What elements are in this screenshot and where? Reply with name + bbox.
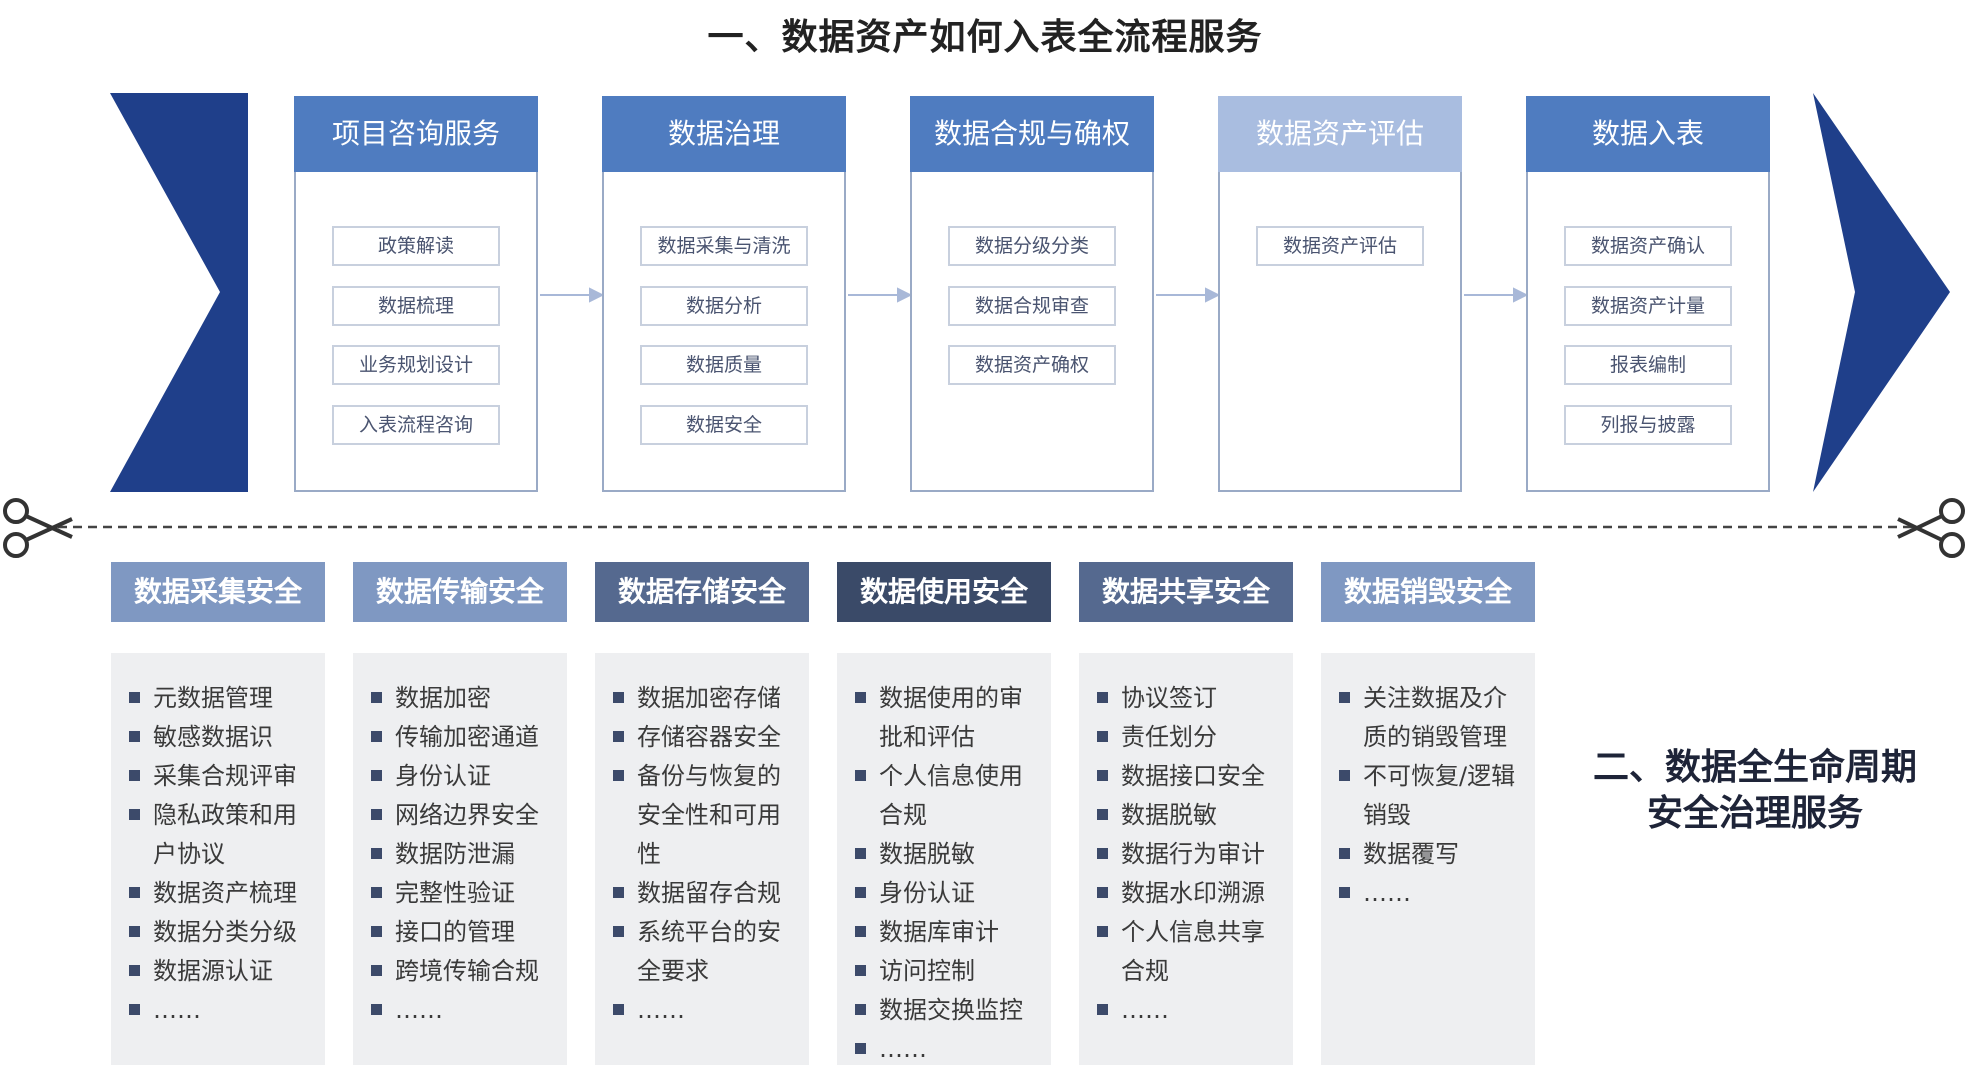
stage-title: 项目咨询服务 [294, 96, 538, 172]
right-chevron [1813, 93, 1950, 492]
flow-arrows [540, 287, 1529, 303]
stage-title: 数据入表 [1526, 96, 1770, 172]
list-item: 采集合规评审 [127, 757, 317, 796]
stage-title: 数据治理 [602, 96, 846, 172]
list-item: 完整性验证 [369, 874, 559, 913]
stage-item: 数据资产评估 [1256, 226, 1424, 266]
stage-title: 数据资产评估 [1218, 96, 1462, 172]
stage-item: 政策解读 [332, 226, 500, 266]
stage-box: 项目咨询服务政策解读数据梳理业务规划设计入表流程咨询 [294, 96, 538, 492]
phase-title: 数据使用安全 [837, 562, 1051, 622]
list-item: 数据加密存储 [611, 679, 801, 718]
list-item: 数据行为审计 [1095, 835, 1285, 874]
section-title-lifecycle: 二、数据全生命周期 安全治理服务 [1560, 745, 1950, 837]
list-item: 网络边界安全 [369, 796, 559, 835]
stage-item: 列报与披露 [1564, 405, 1732, 445]
list-item: 责任划分 [1095, 718, 1285, 757]
phase-panel: 数据加密传输加密通道身份认证网络边界安全数据防泄漏完整性验证接口的管理跨境传输合… [353, 653, 567, 1065]
list-item: 身份认证 [853, 874, 1043, 913]
list-item: 数据交换监控 [853, 991, 1043, 1030]
stage-box: 数据治理数据采集与清洗数据分析数据质量数据安全 [602, 96, 846, 492]
list-item: 个人信息共享合规 [1095, 913, 1285, 991]
phase-panel: 元数据管理敏感数据识采集合规评审隐私政策和用户协议数据资产梳理数据分类分级数据源… [111, 653, 325, 1065]
list-item: …… [369, 991, 559, 1030]
list-item: 备份与恢复的安全性和可用性 [611, 757, 801, 874]
section-title-line: 二、数据全生命周期 [1592, 747, 1917, 788]
stage-item: 数据质量 [640, 345, 808, 385]
list-item: 数据覆写 [1337, 835, 1527, 874]
list-item: 数据脱敏 [853, 835, 1043, 874]
list-item: 数据源认证 [127, 952, 317, 991]
stage-item: 业务规划设计 [332, 345, 500, 385]
list-item: 数据水印溯源 [1095, 874, 1285, 913]
list-item: 数据加密 [369, 679, 559, 718]
phase-list: 数据使用的审批和评估个人信息使用合规数据脱敏身份认证数据库审计访问控制数据交换监… [853, 679, 1043, 1069]
phase-title: 数据存储安全 [595, 562, 809, 622]
list-item: 跨境传输合规 [369, 952, 559, 991]
stage-box: 数据入表数据资产确认数据资产计量报表编制列报与披露 [1526, 96, 1770, 492]
scissors-icon [1897, 498, 1965, 558]
stage-item: 数据采集与清洗 [640, 226, 808, 266]
list-item: …… [1095, 991, 1285, 1030]
list-item: 元数据管理 [127, 679, 317, 718]
phase-title: 数据销毁安全 [1321, 562, 1535, 622]
phase-panel: 数据加密存储存储容器安全备份与恢复的安全性和可用性数据留存合规系统平台的安全要求… [595, 653, 809, 1065]
phase-list: 元数据管理敏感数据识采集合规评审隐私政策和用户协议数据资产梳理数据分类分级数据源… [127, 679, 317, 1030]
stage-title: 数据合规与确权 [910, 96, 1154, 172]
stage-item: 数据合规审查 [948, 286, 1116, 326]
stage-item: 数据资产确权 [948, 345, 1116, 385]
list-item: 存储容器安全 [611, 718, 801, 757]
phase-title: 数据共享安全 [1079, 562, 1293, 622]
phase-panel: 数据使用的审批和评估个人信息使用合规数据脱敏身份认证数据库审计访问控制数据交换监… [837, 653, 1051, 1065]
phase-list: 数据加密传输加密通道身份认证网络边界安全数据防泄漏完整性验证接口的管理跨境传输合… [369, 679, 559, 1030]
stage-item: 数据梳理 [332, 286, 500, 326]
list-item: 数据脱敏 [1095, 796, 1285, 835]
list-item: 不可恢复/逻辑销毁 [1337, 757, 1527, 835]
list-item: 数据分类分级 [127, 913, 317, 952]
list-item: …… [853, 1030, 1043, 1069]
list-item: 数据资产梳理 [127, 874, 317, 913]
phase-panel: 关注数据及介质的销毁管理不可恢复/逻辑销毁数据覆写…… [1321, 653, 1535, 1065]
phase-panel: 协议签订责任划分数据接口安全数据脱敏数据行为审计数据水印溯源个人信息共享合规…… [1079, 653, 1293, 1065]
list-item: 数据接口安全 [1095, 757, 1285, 796]
phase-list: 数据加密存储存储容器安全备份与恢复的安全性和可用性数据留存合规系统平台的安全要求… [611, 679, 801, 1030]
section-title-line: 安全治理服务 [1646, 793, 1863, 834]
list-item: …… [127, 991, 317, 1030]
list-item: 传输加密通道 [369, 718, 559, 757]
stage-item: 入表流程咨询 [332, 405, 500, 445]
list-item: 数据防泄漏 [369, 835, 559, 874]
list-item: 身份认证 [369, 757, 559, 796]
stage-item: 数据安全 [640, 405, 808, 445]
list-item: 数据使用的审批和评估 [853, 679, 1043, 757]
stage-item: 数据资产确认 [1564, 226, 1732, 266]
phase-list: 关注数据及介质的销毁管理不可恢复/逻辑销毁数据覆写…… [1337, 679, 1527, 913]
phase-list: 协议签订责任划分数据接口安全数据脱敏数据行为审计数据水印溯源个人信息共享合规…… [1095, 679, 1285, 1030]
list-item: 系统平台的安全要求 [611, 913, 801, 991]
list-item: 关注数据及介质的销毁管理 [1337, 679, 1527, 757]
list-item: 数据库审计 [853, 913, 1043, 952]
list-item: …… [611, 991, 801, 1030]
stage-box: 数据合规与确权数据分级分类数据合规审查数据资产确权 [910, 96, 1154, 492]
stage-item: 数据分级分类 [948, 226, 1116, 266]
list-item: 敏感数据识 [127, 718, 317, 757]
stage-box: 数据资产评估数据资产评估 [1218, 96, 1462, 492]
list-item: 协议签订 [1095, 679, 1285, 718]
left-chevron [110, 93, 248, 492]
list-item: 访问控制 [853, 952, 1043, 991]
scissors-icon [3, 498, 73, 558]
list-item: 隐私政策和用户协议 [127, 796, 317, 874]
phase-title: 数据采集安全 [111, 562, 325, 622]
phase-title: 数据传输安全 [353, 562, 567, 622]
list-item: 个人信息使用合规 [853, 757, 1043, 835]
list-item: 数据留存合规 [611, 874, 801, 913]
page-title: 一、数据资产如何入表全流程服务 [707, 17, 1263, 58]
stage-item: 数据分析 [640, 286, 808, 326]
stage-item: 数据资产计量 [1564, 286, 1732, 326]
list-item: 接口的管理 [369, 913, 559, 952]
list-item: …… [1337, 874, 1527, 913]
stage-item: 报表编制 [1564, 345, 1732, 385]
